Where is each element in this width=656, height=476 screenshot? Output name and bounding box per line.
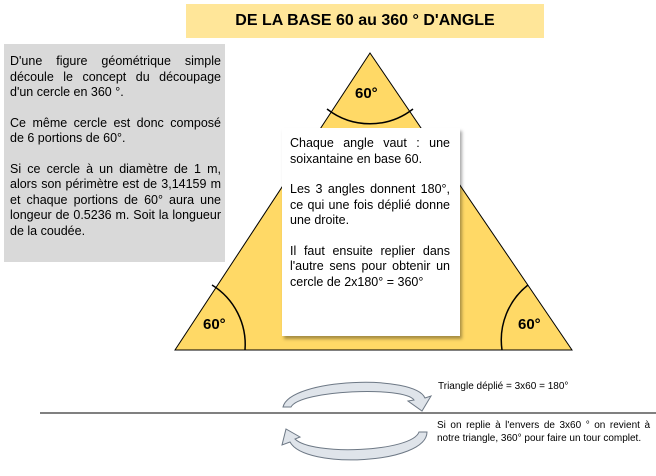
top-angle-label: 60° xyxy=(355,85,378,102)
unfold-arrow-icon xyxy=(282,381,433,412)
refold-arrow-icon xyxy=(281,428,428,461)
left-paragraph-1: D'une figure géométrique simple découle … xyxy=(10,54,221,99)
center-paragraph-1: Chaque angle vaut : une soixantaine en b… xyxy=(290,136,450,166)
unfold-note: Triangle déplié = 3x60 = 180° xyxy=(438,381,569,392)
left-paragraph-3: Si ce cercle à un diamètre de 1 m, alors… xyxy=(10,161,221,238)
page-title: DE LA BASE 60 au 360 ° D'ANGLE xyxy=(186,4,544,38)
center-paragraph-2: Les 3 angles donnent 180°, ce qui une fo… xyxy=(290,182,450,227)
top-angle-arc xyxy=(326,108,414,125)
right-angle-arc xyxy=(500,284,529,351)
left-paragraph-2: Ce même cercle est donc composé de 6 por… xyxy=(10,115,221,146)
center-paragraph-3: Il faut ensuite replier dans l'autre sen… xyxy=(290,243,450,289)
refold-note: Si on replie à l'envers de 3x60 ° on rev… xyxy=(437,420,650,444)
left-angle-label: 60° xyxy=(203,316,226,333)
left-explanation-box: D'une figure géométrique simple découle … xyxy=(4,44,225,262)
left-angle-arc xyxy=(211,284,246,351)
center-explanation-box: Chaque angle vaut : une soixantaine en b… xyxy=(282,128,460,336)
right-angle-label: 60° xyxy=(518,316,541,333)
